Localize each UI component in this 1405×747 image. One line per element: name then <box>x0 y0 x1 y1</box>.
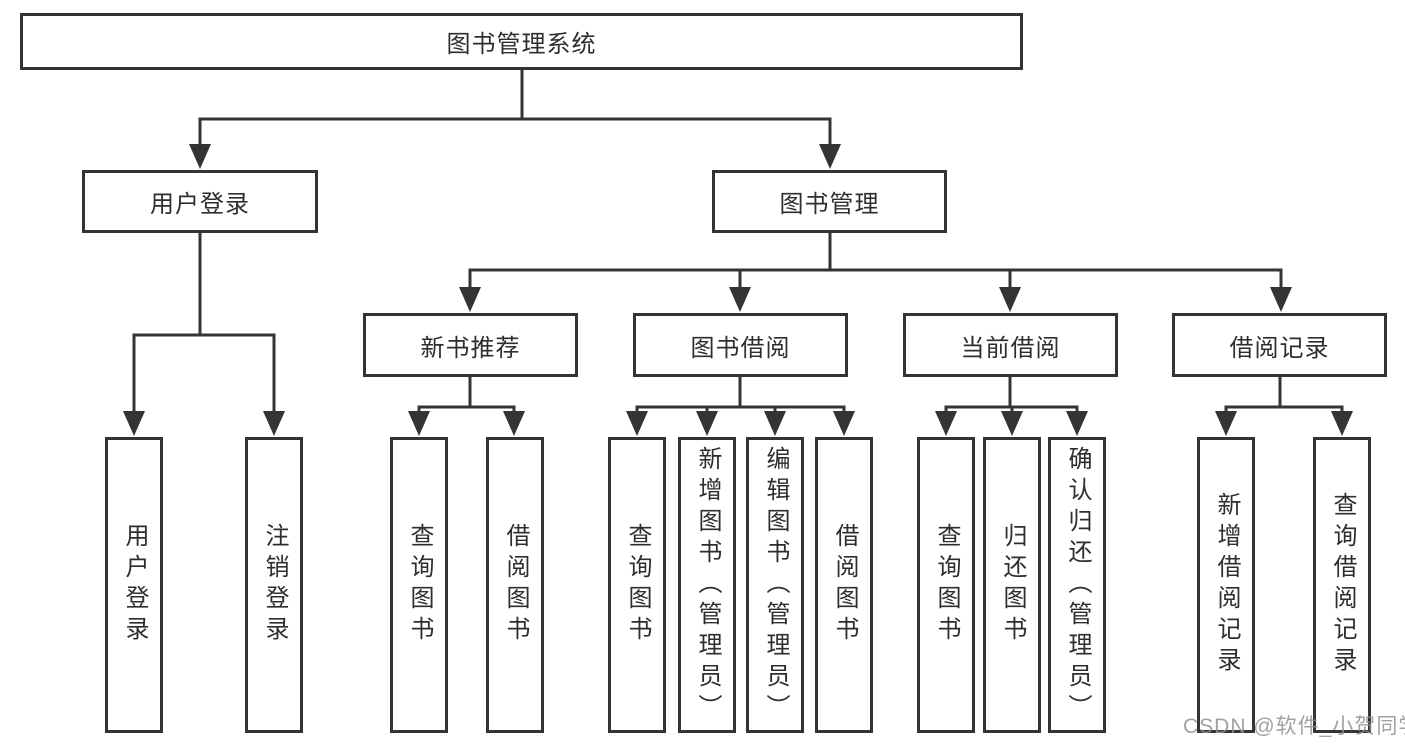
node-label: 查询图书 <box>933 523 960 647</box>
arrowhead <box>408 411 430 436</box>
node-label: 确认归还（管理员） <box>1064 445 1091 725</box>
node-label: 借阅图书 <box>502 523 529 647</box>
arrowhead <box>263 411 285 436</box>
arrowhead <box>764 411 786 436</box>
node-book-management: 图书管理 <box>712 170 947 233</box>
node-current-borrow: 当前借阅 <box>903 313 1118 377</box>
arrowhead <box>1331 411 1353 436</box>
node-label: 图书管理 <box>779 191 880 218</box>
leaf-add-book-admin: 新增图书（管理员） <box>678 437 736 733</box>
node-label: 图书借阅 <box>690 334 791 362</box>
leaf-query-books-borrow: 查询图书 <box>608 437 666 733</box>
node-label: 借阅图书 <box>831 523 858 647</box>
arrowhead <box>696 411 718 436</box>
leaf-user-login: 用户登录 <box>105 437 163 733</box>
arrowhead <box>1001 411 1023 436</box>
node-book-borrow: 图书借阅 <box>633 313 848 377</box>
arrowhead <box>1215 411 1237 436</box>
arrowhead <box>999 287 1021 312</box>
node-label: 图书管理系统 <box>446 31 597 58</box>
arrowhead <box>1066 411 1088 436</box>
node-label: 查询借阅记录 <box>1329 492 1356 678</box>
arrowhead <box>1270 287 1292 312</box>
node-label: 查询图书 <box>624 523 651 647</box>
arrowhead <box>935 411 957 436</box>
leaf-add-borrow-record: 新增借阅记录 <box>1197 437 1255 733</box>
node-label: 归还图书 <box>999 523 1026 647</box>
arrowhead <box>459 287 481 312</box>
node-label: 当前借阅 <box>960 334 1061 362</box>
node-library-system: 图书管理系统 <box>20 13 1023 70</box>
node-label: 用户登录 <box>150 191 250 218</box>
arrowhead <box>626 411 648 436</box>
leaf-logout: 注销登录 <box>245 437 303 733</box>
node-user-login: 用户登录 <box>82 170 318 233</box>
node-label: 查询图书 <box>406 523 433 647</box>
leaf-query-borrow-record: 查询借阅记录 <box>1313 437 1371 733</box>
arrowhead <box>833 411 855 436</box>
node-label: 用户登录 <box>121 523 148 647</box>
arrowhead <box>123 411 145 436</box>
arrowhead <box>189 144 211 169</box>
node-borrow-records: 借阅记录 <box>1172 313 1387 377</box>
leaf-return-book: 归还图书 <box>983 437 1041 733</box>
leaf-borrow-books: 借阅图书 <box>815 437 873 733</box>
arrowhead <box>729 287 751 312</box>
node-label: 借阅记录 <box>1229 334 1330 362</box>
node-new-book-recommend: 新书推荐 <box>363 313 578 377</box>
leaf-query-books-current: 查询图书 <box>917 437 975 733</box>
arrowhead <box>503 411 525 436</box>
node-label: 新增借阅记录 <box>1213 492 1240 678</box>
node-label: 新增图书（管理员） <box>694 445 721 725</box>
node-label: 编辑图书（管理员） <box>762 445 789 725</box>
csdn-watermark: CSDN @软件_小贺同学 <box>1183 715 1405 738</box>
leaf-edit-book-admin: 编辑图书（管理员） <box>746 437 804 733</box>
arrowhead <box>819 144 841 169</box>
node-label: 新书推荐 <box>420 334 521 362</box>
leaf-query-books-recommend: 查询图书 <box>390 437 448 733</box>
node-label: 注销登录 <box>261 523 288 647</box>
leaf-confirm-return-admin: 确认归还（管理员） <box>1048 437 1106 733</box>
leaf-borrow-books-recommend: 借阅图书 <box>486 437 544 733</box>
